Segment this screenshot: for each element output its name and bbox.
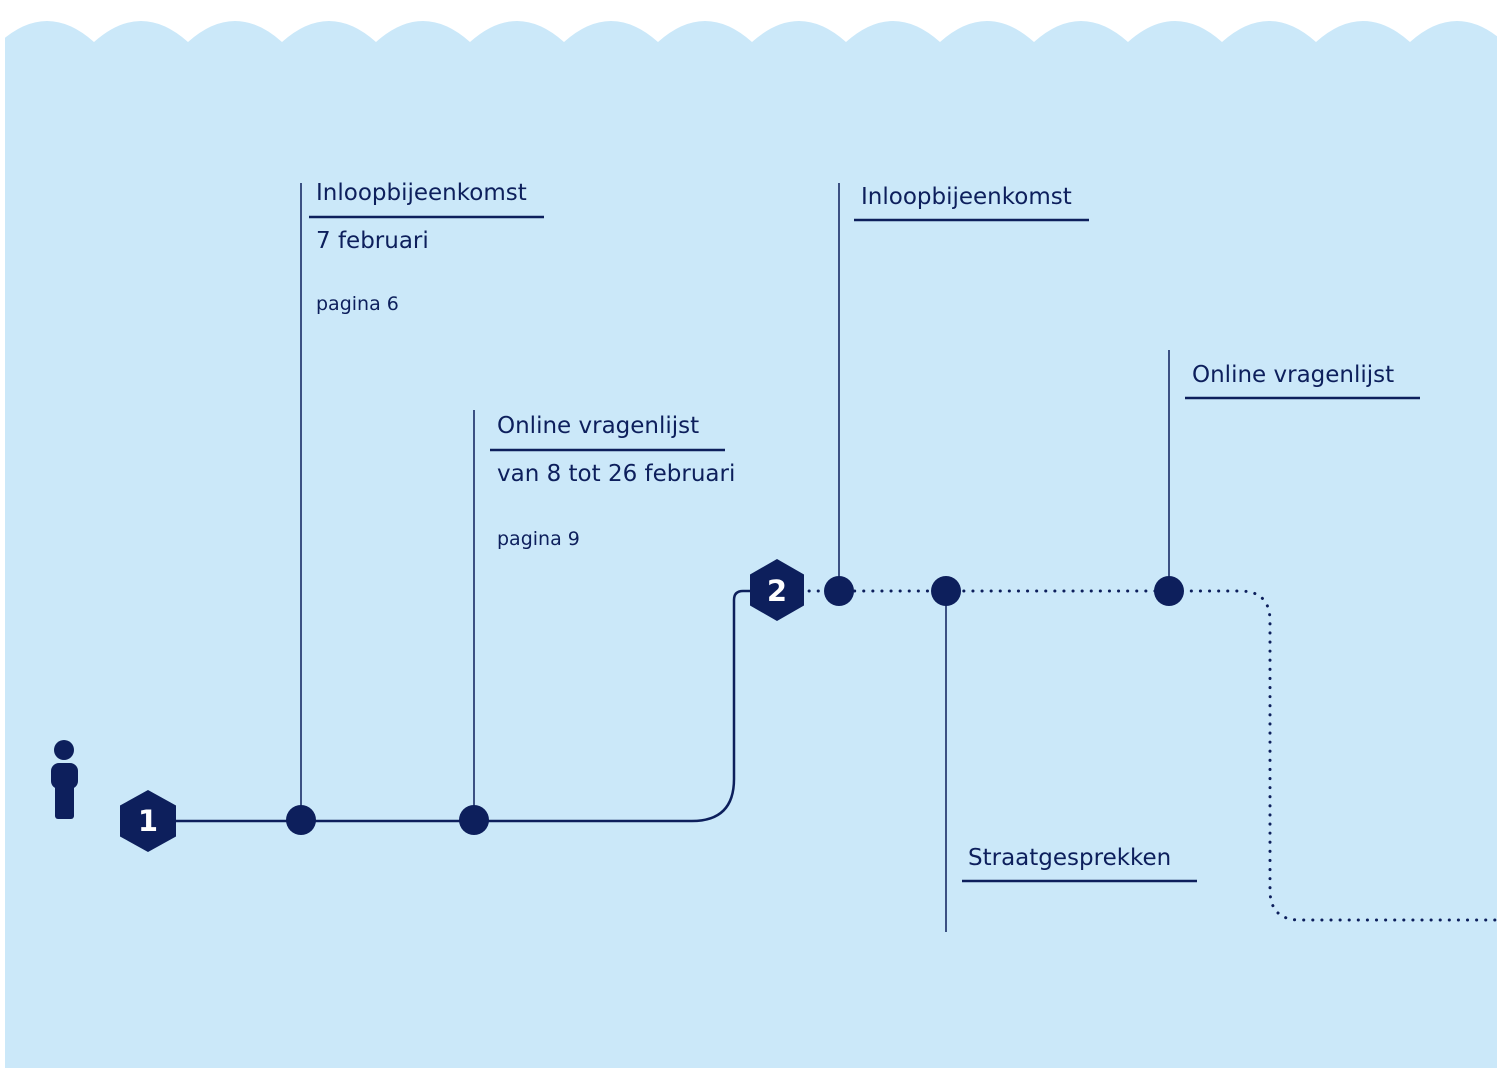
milestone-dot bbox=[824, 576, 854, 606]
hexagon-icon bbox=[120, 790, 176, 852]
event-2-title: Online vragenlijst bbox=[497, 413, 700, 439]
event-2-date: van 8 tot 26 februari bbox=[497, 461, 736, 487]
hexagon-icon bbox=[750, 559, 804, 621]
solid-timeline-path bbox=[175, 589, 752, 823]
milestone-dot bbox=[1154, 576, 1184, 606]
milestone-dot bbox=[459, 805, 489, 835]
step-2-badge: 2 bbox=[750, 559, 804, 621]
event-5-title: Straatgesprekken bbox=[968, 845, 1172, 871]
background bbox=[5, 0, 1497, 1068]
person-icon bbox=[51, 740, 78, 819]
event-1-date: 7 februari bbox=[316, 228, 429, 254]
step-2-number: 2 bbox=[767, 574, 787, 608]
event-1-page: pagina 6 bbox=[316, 293, 399, 315]
event-1-title: Inloopbijeenkomst bbox=[316, 180, 527, 206]
wave-top-edge bbox=[0, 0, 1497, 42]
milestone-dot bbox=[931, 576, 961, 606]
milestone-dot bbox=[286, 805, 316, 835]
step-1-number: 1 bbox=[138, 804, 158, 838]
event-3-title: Inloopbijeenkomst bbox=[861, 184, 1072, 210]
event-4-title: Online vragenlijst bbox=[1192, 362, 1395, 388]
step-1-badge: 1 bbox=[120, 790, 176, 852]
event-2-page: pagina 9 bbox=[497, 528, 580, 550]
